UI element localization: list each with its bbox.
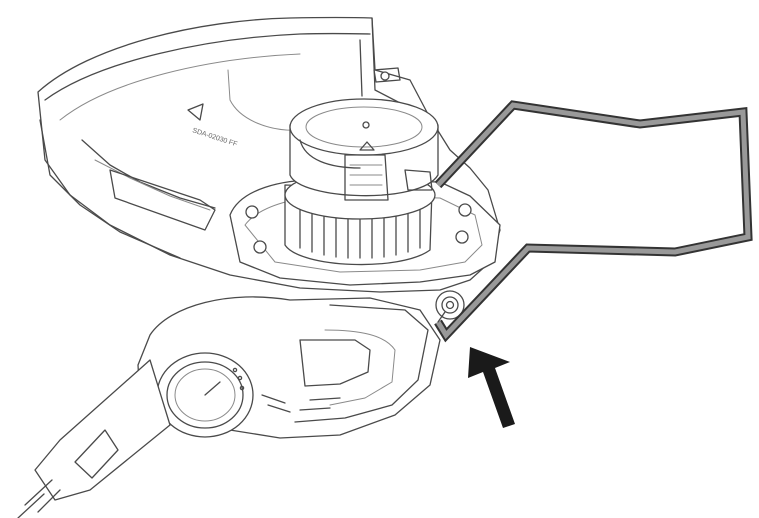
adjustment-knob bbox=[156, 352, 254, 438]
insertion-arrow bbox=[468, 347, 515, 428]
wire-edge-guide bbox=[434, 100, 753, 343]
handle-shaft bbox=[17, 359, 171, 518]
mounting-point bbox=[435, 290, 465, 320]
cooling-fins bbox=[299, 207, 421, 259]
arrow-icon bbox=[468, 347, 515, 428]
spool-assembly bbox=[284, 98, 439, 266]
triangle-arrow-icon bbox=[187, 103, 204, 121]
